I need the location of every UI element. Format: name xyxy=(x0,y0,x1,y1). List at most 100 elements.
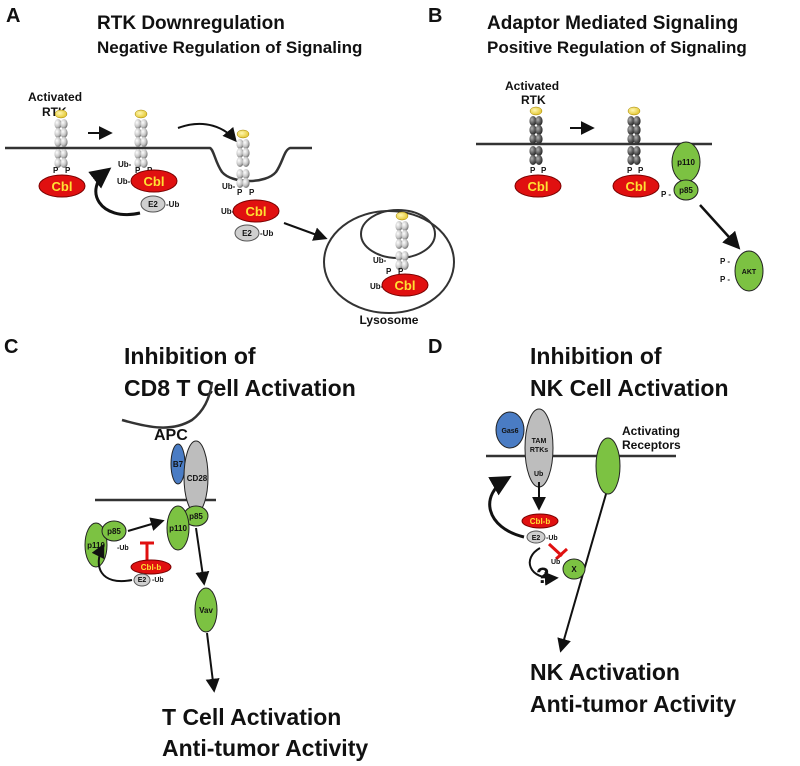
phospho-p-a8: P xyxy=(398,267,404,276)
p85-subunit-b xyxy=(673,179,699,201)
phospho-p-b6: P - xyxy=(720,257,730,266)
dash-ub-c1: -Ub xyxy=(117,545,129,552)
rtk-label-b: RTK xyxy=(521,93,546,107)
p85-label-b: p85 xyxy=(679,186,693,195)
cd28-label: CD28 xyxy=(187,474,208,483)
panel-d-title-line1: Inhibition of xyxy=(530,343,662,369)
phospho-p-a6: P xyxy=(249,188,255,197)
arrow-a3 xyxy=(283,222,328,241)
panel-d: D Inhibition of NK Cell Activation Gas6 … xyxy=(428,336,736,717)
panel-c-letter: C xyxy=(4,336,18,358)
x-label: X xyxy=(571,565,577,574)
phospho-p-a3: P xyxy=(135,166,141,175)
activated-label-a: Activated xyxy=(28,90,82,104)
rtk-receptor-a2 xyxy=(133,109,149,169)
e2-protein-d xyxy=(526,530,546,544)
activated-label-b: Activated xyxy=(505,79,559,93)
panel-d-result-line2: Anti-tumor Activity xyxy=(530,691,736,717)
inhibition-cap-d xyxy=(554,547,569,561)
phospho-p-a2: P xyxy=(65,166,71,175)
panel-b-title: Adaptor Mediated Signaling xyxy=(487,13,738,34)
arrow-b2 xyxy=(699,204,741,250)
ub-label-a2b: Ub- xyxy=(117,177,131,186)
ubiquitination-arrow-c xyxy=(91,543,133,583)
activating-label-line1: Activating xyxy=(622,424,680,438)
gas6-ligand xyxy=(495,411,525,449)
ubiquitination-arrow-a xyxy=(88,167,141,216)
panel-a-subtitle: Negative Regulation of Signaling xyxy=(97,38,362,57)
cblb-protein-c xyxy=(130,559,172,575)
cbl-label-a3: Cbl xyxy=(246,204,267,219)
ub-label-d1: Ub xyxy=(534,471,543,478)
panel-d-title-line2: NK Cell Activation xyxy=(530,375,729,401)
cbl-protein-a3 xyxy=(232,199,280,223)
e2-protein-a1 xyxy=(140,195,166,213)
ub-label-d2: Ub xyxy=(551,559,560,566)
ub-label-a4a: Ub- xyxy=(373,256,387,265)
cbl-label-a2: Cbl xyxy=(144,174,165,189)
p85-label-c1: p85 xyxy=(189,512,203,521)
vav-protein xyxy=(194,587,218,633)
cbl-protein-a1 xyxy=(38,174,86,198)
cbl-protein-a2 xyxy=(130,169,178,193)
cblb-label-c: Cbl-b xyxy=(141,563,162,572)
lysosome-label: Lysosome xyxy=(360,313,419,327)
ub-label-a3a: Ub- xyxy=(222,182,236,191)
panel-d-letter: D xyxy=(428,336,442,358)
ubiquitination-arrow-d xyxy=(488,475,525,539)
phospho-p-a7: P xyxy=(386,267,392,276)
panel-d-result-line1: NK Activation xyxy=(530,659,680,685)
panel-c-title-line1: Inhibition of xyxy=(124,343,256,369)
x-protein xyxy=(562,558,586,580)
rtk-receptor-a4 xyxy=(394,211,410,271)
ub-label-a4b: Ub- xyxy=(370,282,384,291)
cblb-label-d: Cbl-b xyxy=(530,517,551,526)
cbl-protein-b1 xyxy=(514,174,562,198)
activating-label-line2: Receptors xyxy=(622,438,681,452)
cbl-protein-a4 xyxy=(381,273,429,297)
phospho-p-b4: P xyxy=(638,166,644,175)
phospho-p-b1: P xyxy=(530,166,536,175)
e2-label-a1: E2 xyxy=(148,200,158,209)
cbl-label-b1: Cbl xyxy=(528,179,549,194)
e2-label-a2: E2 xyxy=(242,229,252,238)
phospho-p-a5: P xyxy=(237,188,243,197)
ub-label-a3b: Ub- xyxy=(221,207,235,216)
ub-label-a2a: Ub- xyxy=(118,160,132,169)
p85-subunit-c2 xyxy=(101,520,127,542)
rtk-receptor-b1 xyxy=(528,106,544,166)
cblb-protein-d xyxy=(521,513,559,529)
akt-label: AKT xyxy=(742,269,757,276)
cbl-protein-b2 xyxy=(612,174,660,198)
dash-ub-c2: -Ub xyxy=(152,577,164,584)
p110-subunit-c1 xyxy=(166,505,190,551)
activating-receptor xyxy=(595,437,621,495)
dash-ub-d1: -Ub xyxy=(546,535,558,542)
cbl-label-a4: Cbl xyxy=(395,278,416,293)
panel-a: A RTK Downregulation Negative Regulation… xyxy=(5,5,455,327)
arrow-a2 xyxy=(177,123,237,143)
arrow-c-to-vav xyxy=(195,527,210,586)
akt-kinase xyxy=(734,250,764,292)
phospho-p-a1: P xyxy=(53,166,59,175)
cbl-label-a1: Cbl xyxy=(52,179,73,194)
panel-b: B Adaptor Mediated Signaling Positive Re… xyxy=(428,5,764,292)
dash-ub-a1: -Ub xyxy=(166,200,179,209)
rtk-receptor-b2 xyxy=(626,106,642,166)
b7-label: B7 xyxy=(173,460,184,469)
phospho-p-b2: P xyxy=(541,166,547,175)
arrow-c-to-activation xyxy=(205,632,220,693)
arrow-c-p85-to-cd28 xyxy=(127,517,165,532)
tam-label-line1: TAM xyxy=(532,438,547,445)
cbl-label-b2: Cbl xyxy=(626,179,647,194)
p85-label-c2: p85 xyxy=(107,527,121,536)
panel-c-title-line2: CD8 T Cell Activation xyxy=(124,375,356,401)
gas6-label: Gas6 xyxy=(501,428,518,435)
panel-c-result-line2: Anti-tumor Activity xyxy=(162,735,368,761)
apc-label: APC xyxy=(154,427,188,444)
e2-protein-a2 xyxy=(234,224,260,242)
phospho-p-b7: P - xyxy=(720,275,730,284)
lysosome-outer xyxy=(323,210,455,314)
